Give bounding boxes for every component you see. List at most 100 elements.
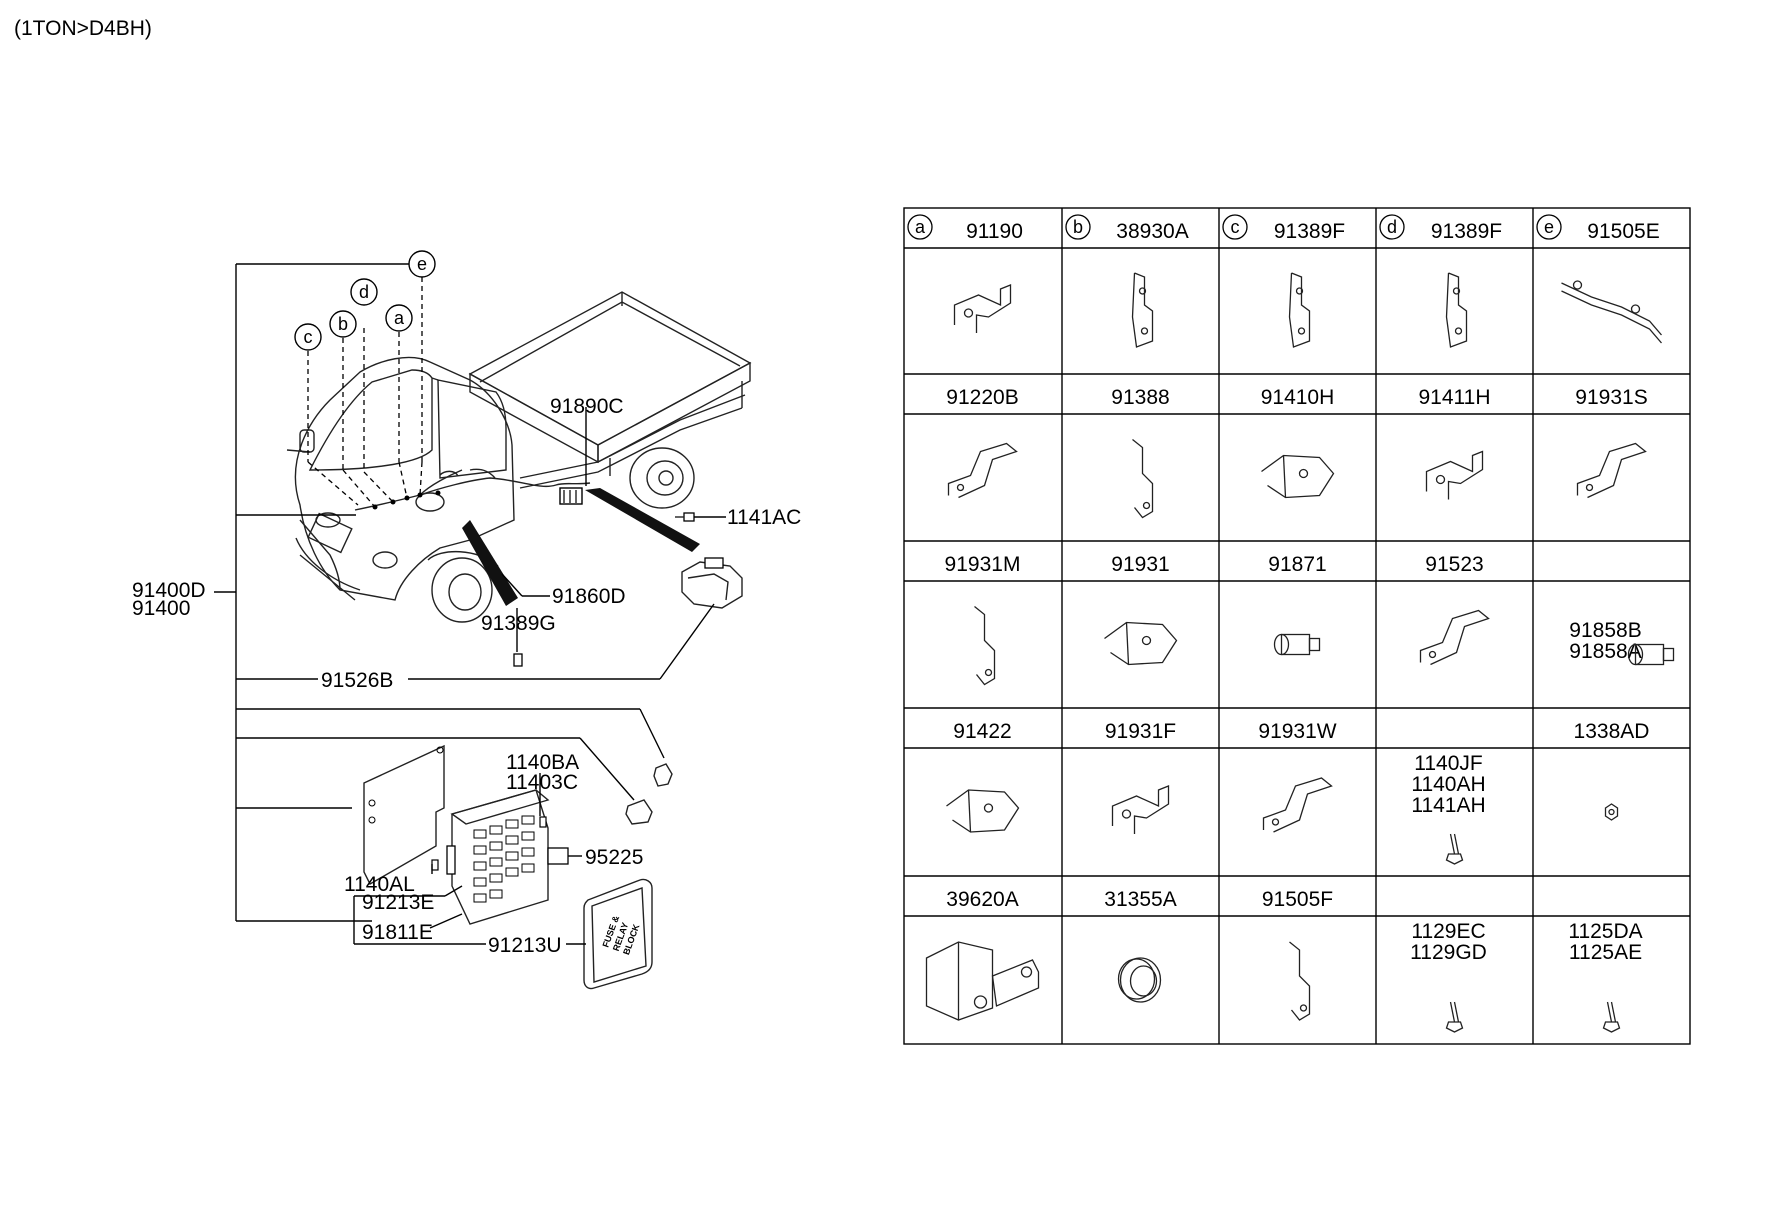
bracket-icon	[1111, 785, 1170, 834]
part-label-1140AL: 1140AL	[344, 873, 415, 896]
callout-letter: d	[359, 282, 369, 302]
nut-icon	[1604, 803, 1619, 821]
parts-table-cell: 91931S	[1575, 386, 1648, 499]
parts-table-cell: 91931F	[1105, 720, 1176, 834]
protector-icon	[925, 941, 1040, 1021]
bolt-icon	[1445, 1001, 1464, 1033]
parts-table-cell: 39620A	[925, 888, 1040, 1021]
parts-table-cell: 91931	[1104, 553, 1178, 666]
bracket-icon	[1262, 777, 1333, 833]
parts-table-cell: 91871	[1268, 553, 1327, 656]
parts-table-cell: d 91389F	[1379, 214, 1502, 348]
part-number: 1125AE	[1569, 941, 1642, 964]
connector-icon	[1273, 633, 1321, 656]
part-label-91400D: 91400D	[132, 579, 206, 602]
part-label-91389G: 91389G	[481, 612, 556, 635]
part-number: 31355A	[1104, 888, 1176, 911]
part-label-91811E: 91811E	[362, 921, 433, 944]
leader-lines	[214, 263, 726, 945]
part-label-91860D: 91860D	[552, 585, 626, 608]
part-number: 91858B	[1569, 619, 1641, 642]
grommet-icon	[1117, 957, 1162, 1003]
part-number: 1125DA	[1568, 920, 1642, 943]
part-number: 1129GD	[1410, 941, 1487, 964]
parts-table-cell: e 91505E	[1536, 214, 1662, 344]
part-number: 91411H	[1418, 386, 1490, 409]
fuse-relay-block-cover-text: FUSE & RELAY BLOCK	[600, 914, 641, 956]
part-label-1140BA: 1140BA	[506, 751, 579, 774]
part-number: 1140JF	[1414, 752, 1483, 775]
part-number: 91931W	[1258, 720, 1336, 743]
callout-c: c	[1222, 214, 1248, 240]
callout-e: e	[1536, 214, 1562, 240]
clip-icon	[1445, 272, 1468, 348]
parts-table-cell: 31355A	[1104, 888, 1177, 1003]
callout-letter: c	[304, 327, 313, 347]
part-number: 1141AH	[1411, 794, 1485, 817]
connector-icon	[1627, 643, 1675, 666]
part-number: 1338AD	[1574, 720, 1650, 743]
part-number: 91410H	[1261, 386, 1335, 409]
parts-table-cell: 91505F	[1262, 888, 1333, 1021]
bracket-icon	[1104, 621, 1178, 666]
bracket-icon	[1289, 941, 1311, 1021]
part-number: 91858A	[1569, 640, 1641, 663]
part-number: 91871	[1268, 553, 1326, 576]
truck-assembly-drawing	[286, 291, 752, 990]
clip-icon	[1131, 272, 1154, 348]
callout-letter: b	[338, 314, 348, 334]
part-number: 1129EC	[1411, 920, 1485, 943]
parts-table-cell: 91410H	[1261, 386, 1335, 499]
parts-table-cell: 91523	[1419, 553, 1490, 666]
bracket-icon	[946, 789, 1020, 833]
part-number: 91931	[1111, 553, 1169, 576]
part-label-91526B: 91526B	[321, 669, 393, 692]
callout-a: a	[907, 214, 933, 240]
callout-group: e d a b c	[294, 250, 436, 508]
callout-d: d	[350, 278, 378, 306]
callout-d: d	[1379, 214, 1405, 240]
callout-a: a	[385, 304, 413, 332]
callout-letter: e	[1544, 217, 1554, 237]
part-number: 91931M	[945, 553, 1021, 576]
part-number: 38930A	[1116, 220, 1188, 243]
part-label-95225: 95225	[585, 846, 643, 869]
callout-letter: a	[394, 308, 405, 328]
callout-e: e	[408, 250, 436, 278]
bracket-icon	[1132, 438, 1154, 519]
parts-table-cell: c 91389F	[1222, 214, 1345, 348]
bracket-icon	[1261, 454, 1335, 499]
bolt-icon	[1445, 833, 1464, 865]
bracket-icon	[1425, 450, 1484, 500]
callout-letter: b	[1073, 217, 1083, 237]
parts-table	[903, 207, 1691, 1045]
part-number: 39620A	[946, 888, 1018, 911]
part-number: 91931F	[1105, 720, 1176, 743]
part-number: 91389F	[1431, 220, 1502, 243]
part-number: 91388	[1111, 386, 1169, 409]
part-number: 91523	[1425, 553, 1483, 576]
parts-table-cell: 91931W	[1258, 720, 1337, 833]
part-number: 91220B	[946, 386, 1018, 409]
part-number: 1140AH	[1411, 773, 1485, 796]
harness-icon	[1561, 280, 1662, 344]
part-number: 91505E	[1587, 220, 1659, 243]
bracket-icon	[974, 605, 996, 686]
diagram-labels: 91890C 1141AC 91860D 91389G 91400D 91400…	[132, 395, 801, 957]
parts-table-cell: b 38930A	[1065, 214, 1189, 348]
parts-table-cell: 91388	[1111, 386, 1170, 519]
part-label-91213E: 91213E	[362, 891, 434, 914]
part-number: 91389F	[1274, 220, 1345, 243]
bracket-icon	[1419, 609, 1490, 666]
bracket-icon	[947, 442, 1018, 499]
part-label-11403C: 11403C	[506, 771, 578, 794]
callout-c: c	[294, 323, 322, 351]
parts-table-cell: 91220B	[946, 386, 1019, 499]
